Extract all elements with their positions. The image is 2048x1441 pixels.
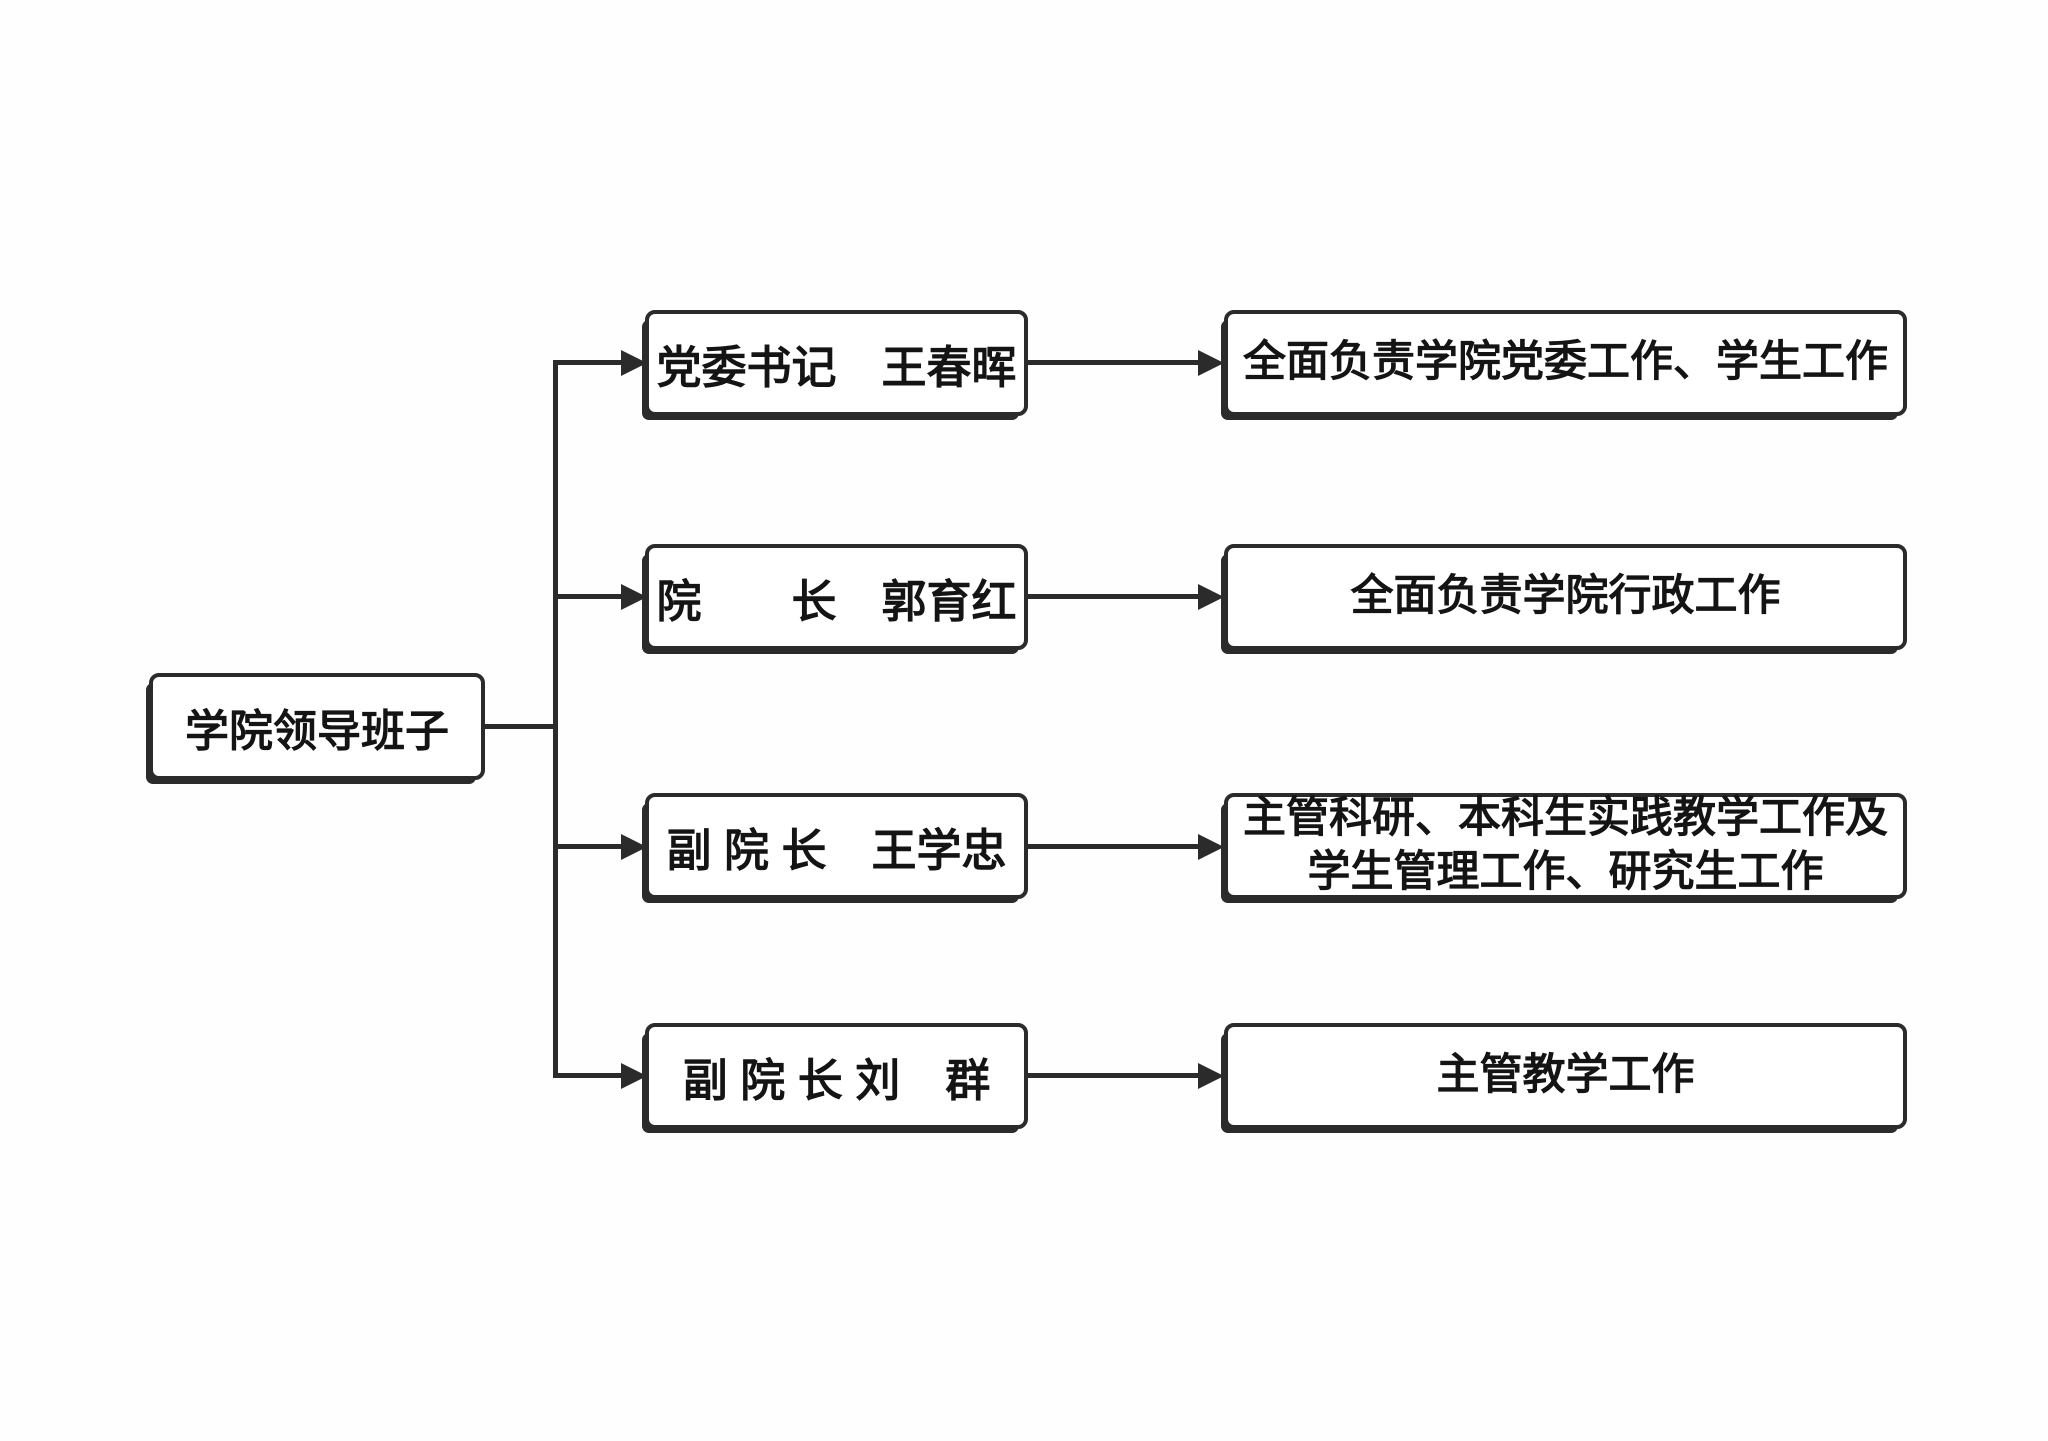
duty-box: 主管教学工作 (1224, 1023, 1907, 1129)
role-label: 副 院 长 刘 群 (682, 1054, 991, 1106)
role-label: 院 长 郭育红 (656, 575, 1017, 627)
duty-label: 主管科研、本科生实践教学工作及学生管理工作、研究生工作 (1243, 794, 1888, 896)
role-label: 党委书记 王春晖 (656, 341, 1017, 393)
role-label: 副 院 长 王学忠 (666, 824, 1007, 876)
duty-label: 全面负责学院行政工作 (1350, 572, 1781, 621)
branch-line (553, 1073, 623, 1078)
branch-line (553, 594, 623, 599)
duty-box: 全面负责学院行政工作 (1224, 544, 1907, 650)
root-connector-line (483, 724, 555, 729)
arrow-right-icon (621, 350, 647, 376)
branch-line (553, 360, 623, 365)
duty-connector-line (1028, 360, 1200, 365)
root-label: 学院领导班子 (185, 706, 449, 756)
duty-label: 主管教学工作 (1436, 1051, 1695, 1100)
trunk-line (553, 361, 558, 1078)
branch-line (553, 844, 623, 849)
role-box: 副 院 长 王学忠 (645, 793, 1028, 899)
arrow-right-icon (1198, 584, 1224, 610)
duty-label: 全面负责学院党委工作、学生工作 (1243, 338, 1888, 387)
role-box: 党委书记 王春晖 (645, 310, 1028, 416)
role-box: 副 院 长 刘 群 (645, 1023, 1028, 1129)
duty-connector-line (1028, 1073, 1200, 1078)
root-box: 学院领导班子 (149, 673, 485, 780)
arrow-right-icon (1198, 1063, 1224, 1089)
duty-box: 全面负责学院党委工作、学生工作 (1224, 310, 1907, 416)
role-box: 院 长 郭育红 (645, 544, 1028, 650)
arrow-right-icon (1198, 350, 1224, 376)
arrow-right-icon (621, 834, 647, 860)
arrow-right-icon (1198, 834, 1224, 860)
arrow-right-icon (621, 584, 647, 610)
duty-connector-line (1028, 594, 1200, 599)
arrow-right-icon (621, 1063, 647, 1089)
duty-connector-line (1028, 844, 1200, 849)
duty-box: 主管科研、本科生实践教学工作及学生管理工作、研究生工作 (1224, 793, 1907, 899)
